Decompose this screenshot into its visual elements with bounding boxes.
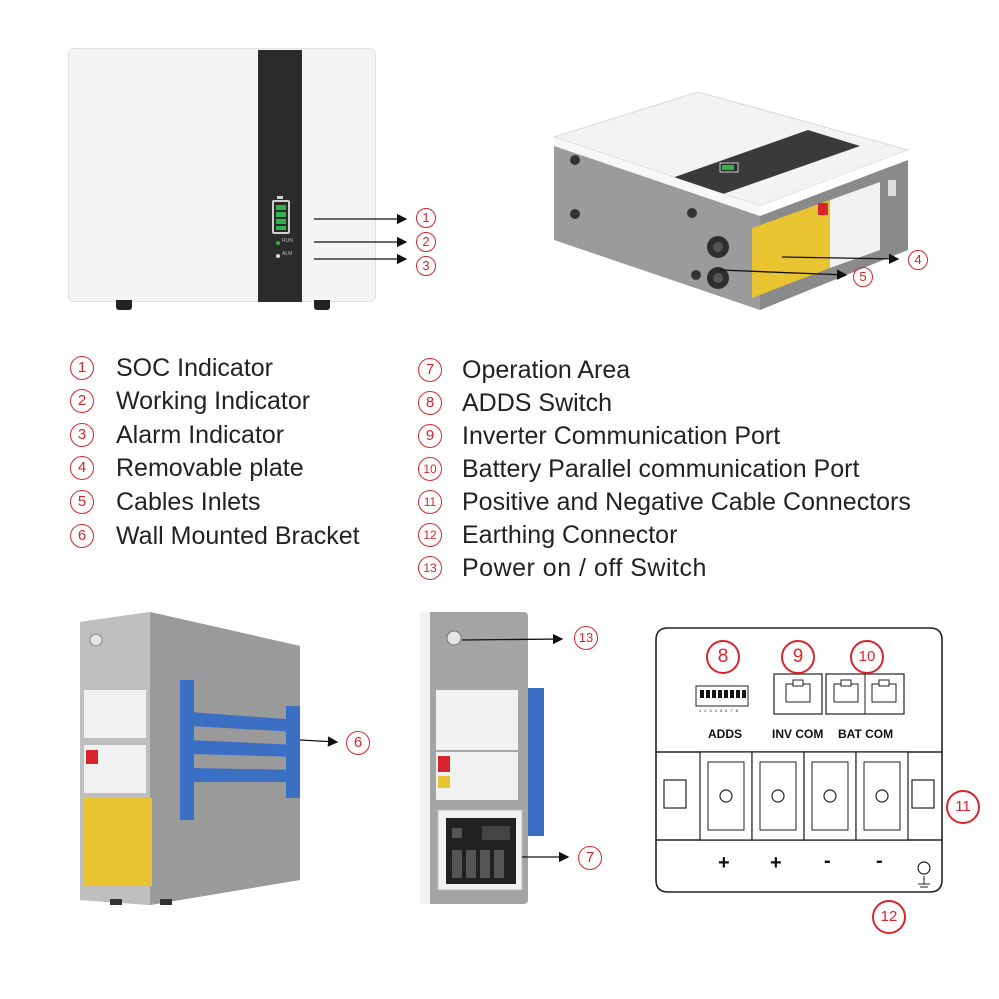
run-label: RUN bbox=[282, 238, 293, 244]
callout-11: 11 bbox=[946, 790, 980, 824]
terminal-sign-4: - bbox=[876, 850, 883, 872]
callout-1: 1 bbox=[416, 208, 436, 228]
front-foot-right bbox=[314, 300, 330, 310]
bat-com-label: BAT COM bbox=[838, 727, 894, 741]
callout-8: 8 bbox=[706, 640, 740, 674]
dip-switch-numbers: 12345678 bbox=[699, 708, 741, 713]
alm-label: ALM bbox=[282, 251, 293, 257]
front-black-stripe bbox=[258, 50, 302, 302]
terminal-sign-3: - bbox=[824, 850, 831, 872]
run-indicator-led bbox=[276, 241, 280, 245]
alm-indicator-led bbox=[276, 254, 280, 258]
callout-6: 6 bbox=[346, 731, 370, 755]
adds-label: ADDS bbox=[708, 727, 743, 741]
callout-9: 9 bbox=[781, 640, 815, 674]
terminal-sign-2: + bbox=[770, 852, 782, 874]
callout-7: 7 bbox=[578, 846, 602, 870]
callout-12: 12 bbox=[872, 900, 906, 934]
front-view: RUN ALM bbox=[68, 48, 376, 310]
callout-2: 2 bbox=[416, 232, 436, 252]
callout-5: 5 bbox=[853, 267, 873, 287]
battery-front-body bbox=[68, 48, 376, 302]
callout-10: 10 bbox=[850, 640, 884, 674]
callout-4: 4 bbox=[908, 250, 928, 270]
soc-indicator-icon bbox=[272, 200, 290, 234]
callout-13: 13 bbox=[574, 626, 598, 650]
front-foot-left bbox=[116, 300, 132, 310]
terminal-sign-1: + bbox=[718, 852, 730, 874]
inv-com-label: INV COM bbox=[772, 727, 824, 741]
callout-3: 3 bbox=[416, 256, 436, 276]
